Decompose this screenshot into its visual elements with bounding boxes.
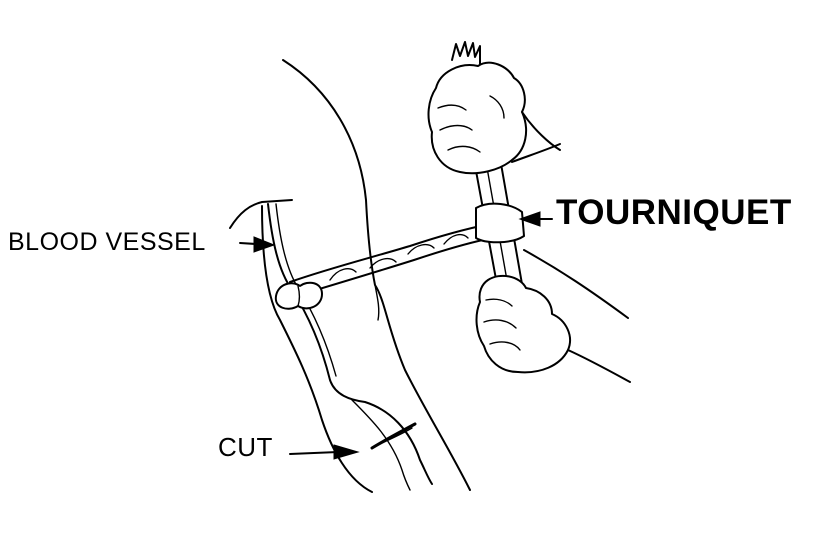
- tourniquet-band: [289, 223, 493, 297]
- tourniquet-knot: [274, 281, 323, 310]
- arm-outline: [229, 59, 471, 493]
- blood-vessel-arrowhead: [253, 236, 276, 253]
- cut-wound: [370, 422, 417, 450]
- upper-hand: [427, 61, 561, 175]
- pointer-arrows: [239, 211, 553, 460]
- tourniquet-label: TOURNIQUET: [556, 193, 792, 232]
- cut-arrowhead: [333, 444, 360, 460]
- blood-vessel-label: BLOOD VESSEL: [8, 228, 206, 256]
- lower-hand: [475, 249, 631, 383]
- cut-label: CUT: [218, 432, 273, 462]
- tourniquet-arrowhead: [518, 211, 541, 227]
